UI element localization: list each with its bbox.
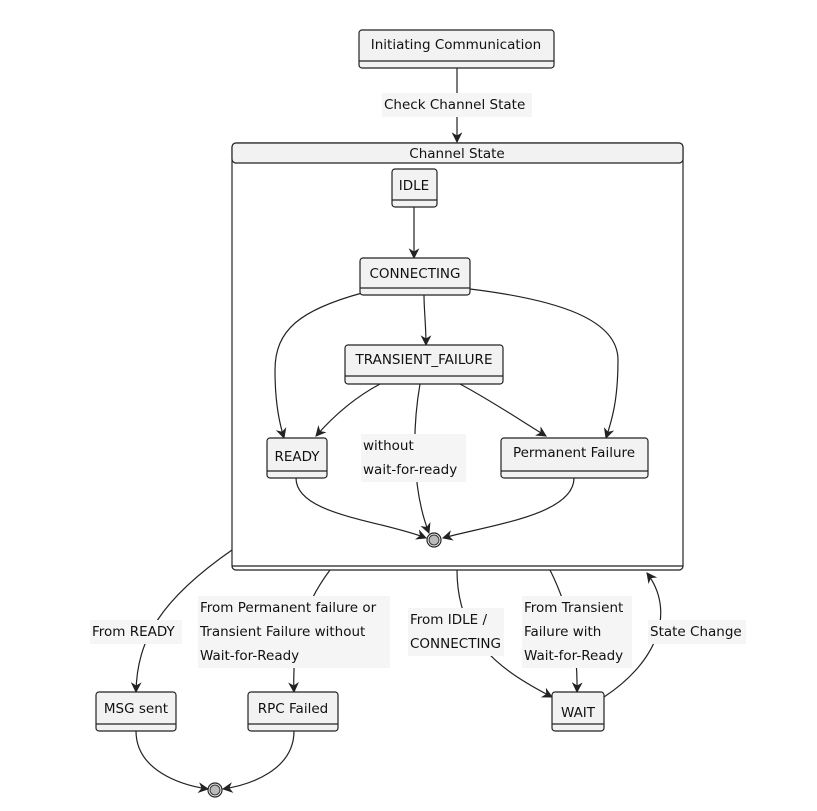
node-wait: WAIT	[551, 691, 605, 732]
label-without-wait-2: wait-for-ready	[363, 462, 457, 478]
label-state-change: State Change	[650, 624, 742, 640]
label-from-transient-1: From Transient	[524, 600, 623, 616]
label-from-idle-2: CONNECTING	[410, 636, 501, 652]
label-from-ready: From READY	[92, 624, 176, 640]
edge-ready-to-end	[295, 477, 428, 540]
label-without-wait-1: without	[363, 438, 414, 454]
node-initiating-label: Initiating Communication	[371, 37, 541, 53]
node-rpc-failed-label: RPC Failed	[258, 701, 328, 717]
node-msg-sent: MSG sent	[95, 691, 177, 732]
label-from-transient-2: Failure with	[524, 624, 601, 640]
label-check-channel-state: Check Channel State	[384, 97, 525, 113]
node-initiating-communication: Initiating Communication	[358, 29, 555, 69]
edge-connecting-to-transient	[420, 294, 432, 347]
node-idle-label: IDLE	[399, 178, 429, 194]
node-wait-label: WAIT	[561, 705, 596, 721]
edge-connecting-to-permanent	[469, 288, 619, 440]
end-state-outer	[207, 782, 223, 798]
node-transient-failure-label: TRANSIENT_FAILURE	[355, 352, 493, 368]
label-from-permanent-3: Wait-for-Ready	[200, 648, 299, 664]
label-from-permanent-1: From Permanent failure or	[200, 600, 377, 616]
edge-transient-to-permanent	[459, 383, 547, 437]
node-transient-failure: TRANSIENT_FAILURE	[344, 344, 504, 385]
node-idle: IDLE	[391, 168, 438, 208]
label-from-permanent-2: Transient Failure without	[199, 624, 365, 640]
edge-msg-to-end	[135, 730, 210, 793]
edge-connecting-to-ready	[274, 292, 363, 440]
edge-permanent-to-end	[441, 477, 575, 541]
node-connecting-label: CONNECTING	[370, 266, 461, 282]
label-from-transient-3: Wait-for-Ready	[524, 648, 623, 664]
end-state-inner	[426, 532, 442, 548]
label-from-idle-1: From IDLE /	[410, 612, 487, 628]
edge-rpc-to-end	[221, 730, 295, 793]
node-ready-label: READY	[274, 449, 320, 465]
edge-transient-to-ready	[315, 383, 381, 437]
edges	[130, 68, 662, 793]
cluster-title: Channel State	[409, 146, 504, 162]
node-ready: READY	[266, 437, 328, 479]
node-connecting: CONNECTING	[359, 257, 471, 296]
node-permanent-failure: Permanent Failure	[500, 437, 649, 479]
node-rpc-failed: RPC Failed	[247, 691, 339, 732]
node-permanent-failure-label: Permanent Failure	[513, 445, 635, 461]
node-msg-sent-label: MSG sent	[104, 701, 168, 717]
edge-labels: Check Channel State without wait-for-rea…	[90, 93, 746, 668]
